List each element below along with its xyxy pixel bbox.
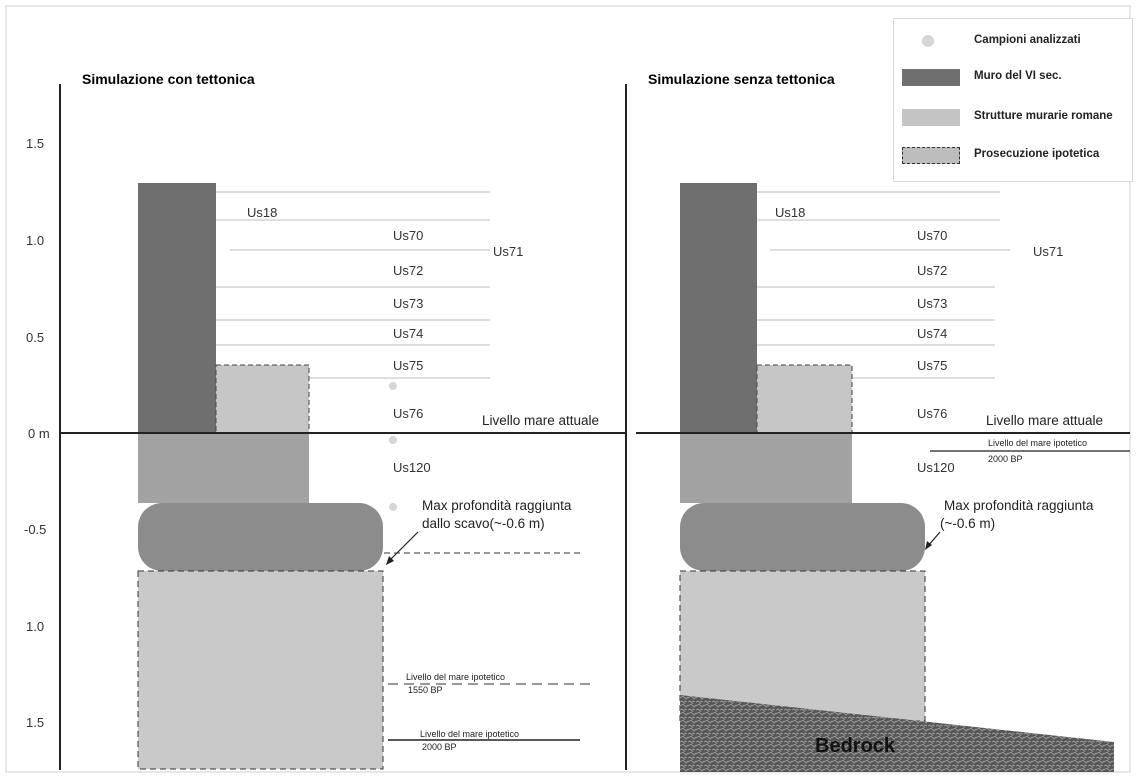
legend: Campioni analizzati Muro del VI sec. Str… xyxy=(893,18,1133,182)
max-depth-label: Max profondità raggiunta xyxy=(944,498,1094,513)
hyp-sea-label: Livello del mare ipotetico xyxy=(406,672,505,682)
legend-item-roman: Strutture murarie romane xyxy=(894,105,1132,129)
layer-label: Us72 xyxy=(917,263,947,278)
max-depth-arrow xyxy=(387,531,419,563)
hyp-sea-label: 2000 BP xyxy=(422,742,457,752)
layer-label: Us120 xyxy=(393,460,431,475)
roman-structure-submerged xyxy=(680,433,852,503)
roman-structure xyxy=(756,364,853,434)
outer-frame xyxy=(5,5,1131,773)
max-depth-label: (~-0.6 m) xyxy=(940,516,995,531)
dark-swatch-icon xyxy=(902,69,960,86)
layer-label: Us18 xyxy=(247,205,277,220)
legend-label: Strutture murarie romane xyxy=(974,110,1113,122)
strata-lines xyxy=(757,191,1010,379)
sample-dot xyxy=(389,503,397,511)
panel-title: Simulazione senza tettonica xyxy=(648,71,835,87)
layer-label: Us76 xyxy=(917,406,947,421)
layer-label: Us75 xyxy=(393,358,423,373)
legend-label: Muro del VI sec. xyxy=(974,70,1062,82)
y-tick-label: 1.5 xyxy=(26,715,44,730)
hyp-sea-label: 1550 BP xyxy=(408,685,443,695)
sample-dot xyxy=(389,436,397,444)
layer-label: Us76 xyxy=(393,406,423,421)
sixth-century-wall xyxy=(138,183,216,433)
layer-label: Us72 xyxy=(393,263,423,278)
y-tick-label: 0 m xyxy=(28,426,50,441)
arrow-head xyxy=(925,541,932,550)
dashed-swatch-icon xyxy=(902,147,960,164)
excavation-depth-block xyxy=(138,503,383,571)
layer-label: Us71 xyxy=(1033,244,1063,259)
roman-structure-submerged xyxy=(138,433,309,503)
layer-label: Us73 xyxy=(917,296,947,311)
bedrock-label: Bedrock xyxy=(815,735,896,757)
hypothetical-continuation xyxy=(137,570,384,770)
layer-label: Us71 xyxy=(493,244,523,259)
max-depth-label: Max profondità raggiunta xyxy=(422,498,572,513)
y-tick-label: 1.5 xyxy=(26,136,44,151)
panel-title: Simulazione con tettonica xyxy=(82,71,255,87)
legend-label: Prosecuzione ipotetica xyxy=(974,148,1100,160)
current-sea-level-label: Livello mare attuale xyxy=(482,413,599,428)
layer-label: Us70 xyxy=(393,228,423,243)
sixth-century-wall xyxy=(680,183,757,433)
hyp-sea-label: Livello del mare ipotetico xyxy=(988,438,1087,448)
y-tick-label: 1.0 xyxy=(26,619,44,634)
sample-dot-icon xyxy=(902,33,960,50)
layer-label: Us75 xyxy=(917,358,947,373)
y-tick-label: 0.5 xyxy=(26,330,44,345)
excavation-depth-block xyxy=(680,503,925,571)
max-depth-label: dallo scavo(~-0.6 m) xyxy=(422,516,545,531)
legend-label: Campioni analizzati xyxy=(974,34,1081,46)
legend-item-hypothetical: Prosecuzione ipotetica xyxy=(894,143,1132,167)
panel-without-tectonics: Simulazione senza tettonica Bedrock Us18… xyxy=(625,71,1130,772)
layer-label: Us74 xyxy=(393,326,423,341)
y-tick-label: 1.0 xyxy=(26,233,44,248)
layer-label: Us74 xyxy=(917,326,947,341)
hyp-sea-label: 2000 BP xyxy=(988,454,1023,464)
hyp-sea-label: Livello del mare ipotetico xyxy=(420,729,519,739)
layer-label: Us70 xyxy=(917,228,947,243)
legend-item-wall: Muro del VI sec. xyxy=(894,65,1132,89)
layer-label: Us73 xyxy=(393,296,423,311)
sample-dot xyxy=(389,382,397,390)
light-swatch-icon xyxy=(902,109,960,126)
arrow-head xyxy=(386,556,394,565)
current-sea-level-label: Livello mare attuale xyxy=(986,413,1103,428)
bedrock xyxy=(680,695,1114,772)
hypothetical-continuation xyxy=(679,570,926,722)
layer-label: Us18 xyxy=(775,205,805,220)
y-tick-label: -0.5 xyxy=(24,522,46,537)
roman-structure xyxy=(215,364,310,434)
panel-with-tectonics: Simulazione con tettonica 1.5 1.0 0.5 0 … xyxy=(24,71,626,770)
layer-label: Us120 xyxy=(917,460,955,475)
strata-lines xyxy=(216,191,490,379)
legend-item-samples: Campioni analizzati xyxy=(894,29,1132,53)
